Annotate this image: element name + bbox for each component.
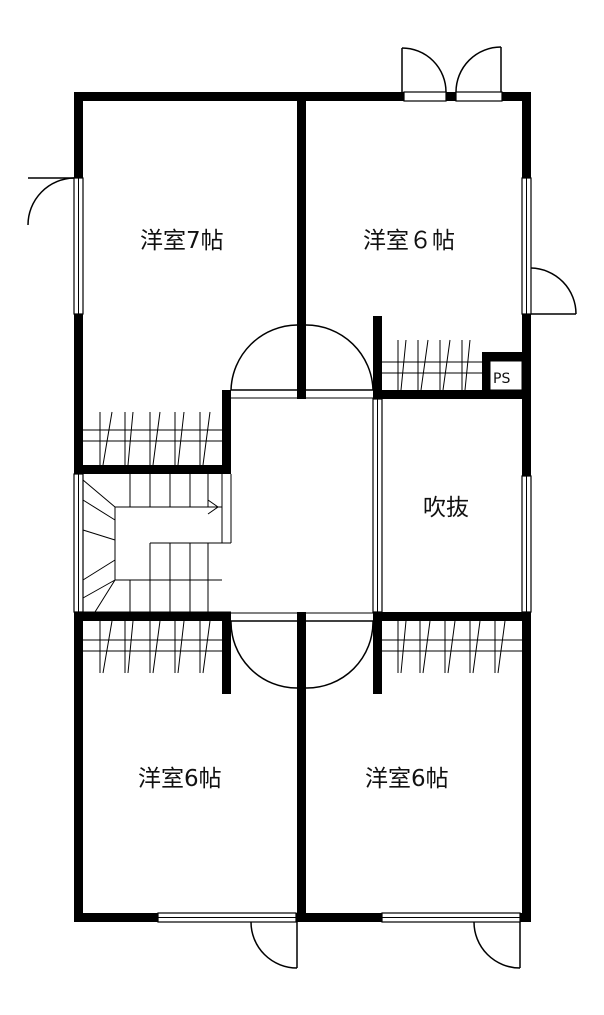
closet-se: [382, 620, 522, 674]
room-label-se: 洋室6帖: [365, 766, 449, 792]
room-label-ne: 洋室６帖: [363, 228, 455, 254]
closets: [83, 339, 522, 674]
room-label-void: 吹抜: [423, 495, 469, 521]
staircase: [82, 474, 232, 613]
doors: [27, 46, 577, 969]
ps-shaft: PS: [489, 360, 523, 391]
closet-sw: [83, 620, 222, 674]
room-label-sw: 洋室6帖: [138, 766, 222, 792]
closet-ne: [382, 339, 482, 391]
ps-label: PS: [493, 371, 510, 387]
room-labels: 洋室7帖 洋室６帖 吹抜 洋室6帖 洋室6帖: [138, 228, 469, 792]
closet-nw: [83, 411, 222, 466]
windows: [73, 91, 532, 923]
inner-walls: [74, 92, 531, 922]
room-label-nw: 洋室7帖: [140, 228, 224, 254]
